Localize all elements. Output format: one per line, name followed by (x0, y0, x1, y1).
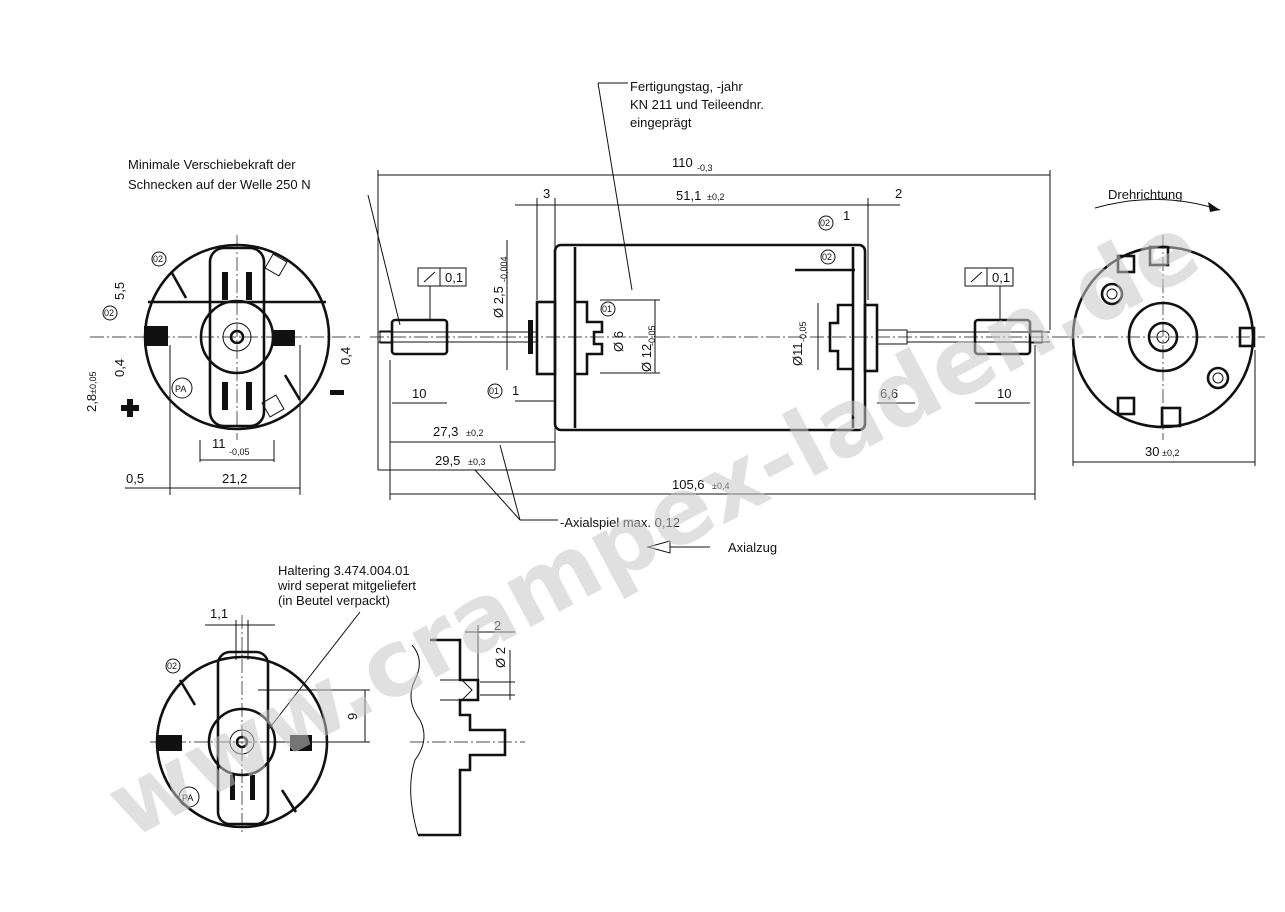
dim-2-8: 2,8 (84, 394, 99, 412)
note-fertigung-1: Fertigungstag, -jahr (630, 79, 743, 94)
dim-overall-tol: -0,3 (697, 163, 713, 173)
dim-2-bottom: 2 (494, 618, 501, 633)
dim-3: 3 (543, 186, 550, 201)
dim-21-2: 21,2 (222, 471, 247, 486)
bottom-end-view-with-retaining-ring: PA (150, 611, 370, 835)
note-fertigung-2: KN 211 und Teileendnr. (630, 97, 764, 112)
dim-body-tol: ±0,2 (707, 192, 724, 202)
dim-2: 2 (895, 186, 902, 201)
marker-01: 01 (489, 386, 499, 396)
dim-29-5-tol: ±0,3 (468, 457, 485, 467)
watermark: www.crampex-laden.de (90, 193, 1216, 859)
dim-5-5: 5,5 (112, 282, 127, 300)
note-haltering-1: Haltering 3.474.004.01 (278, 563, 410, 578)
dim-overall: 110 (672, 155, 693, 170)
dim-shaft-dia-tol: -0,004 (499, 256, 509, 282)
notes: Fertigungstag, -jahr KN 211 und Teileend… (128, 79, 1182, 608)
runout-frame-left: 0,1 (417, 267, 467, 320)
dim-d12-tol: -0,05 (647, 325, 657, 346)
dim-29-5: 29,5 (435, 453, 460, 468)
marker-02: 02 (822, 252, 832, 262)
dim-6-6: 6,6 (880, 386, 898, 401)
note-haltering-2: wird seperat mitgeliefert (277, 578, 416, 593)
runout-right-value: 0,1 (992, 270, 1010, 285)
dim-0-5: 0,5 (126, 471, 144, 486)
note-fertigung-3: eingeprägt (630, 115, 692, 130)
marker-02: 02 (104, 308, 114, 318)
main-dimension-lines (367, 82, 1221, 554)
marker-01: 01 (602, 304, 612, 314)
dim-27-3: 27,3 (433, 424, 458, 439)
pa-marking: PA (175, 384, 186, 394)
left-end-view: PA (90, 235, 360, 495)
dim-30-tol: ±0,2 (1162, 448, 1179, 458)
dim-9: 9 (345, 713, 360, 720)
note-verschiebekraft-1: Minimale Verschiebekraft der (128, 157, 296, 172)
dim-d11: Ø11 (790, 342, 805, 366)
dim-shaft-dia: Ø 2,5 (491, 286, 506, 318)
note-verschiebekraft-2: Schnecken auf der Welle 250 N (128, 177, 311, 192)
marker-02: 02 (820, 218, 830, 228)
note-axialspiel: -Axialspiel max. 0,12 (560, 515, 680, 530)
dim-30: 30 (1145, 444, 1159, 459)
dim-1-1: 1,1 (210, 606, 228, 621)
retaining-ring-section-view (410, 625, 525, 837)
dim-105-6: 105,6 (672, 477, 705, 492)
marker-02: 02 (167, 661, 177, 671)
dim-1-right: 1 (843, 208, 850, 223)
dim-1-left: 1 (512, 383, 519, 398)
dim-d12: Ø 12 (639, 344, 654, 372)
runout-left-value: 0,1 (445, 270, 463, 285)
dim-d6: Ø 6 (611, 331, 626, 352)
dim-dia-2: Ø 2 (493, 647, 508, 668)
note-drehrichtung: Drehrichtung (1108, 187, 1182, 202)
markers: 02 02 01 01 02 02 02 (102, 215, 836, 674)
dim-2-8-tol: ±0,05 (88, 372, 98, 394)
note-axialzug: Axialzug (728, 540, 777, 555)
note-haltering-3: (in Beutel verpackt) (278, 593, 390, 608)
right-end-view (1060, 235, 1265, 466)
runout-frame-right: 0,1 (964, 267, 1014, 320)
dim-11-tol: -0,05 (229, 447, 250, 457)
dim-d11-tol: -0,05 (798, 321, 808, 342)
dim-27-3-tol: ±0,2 (466, 428, 483, 438)
dim-105-6-tol: ±0,4 (712, 481, 729, 491)
dim-body: 51,1 (676, 188, 701, 203)
dim-0-4-left: 0,4 (112, 359, 127, 377)
pa-marking-bottom: PA (182, 793, 193, 803)
dim-0-4-right: 0,4 (338, 347, 353, 365)
dimension-texts: 110 -0,3 3 51,1 ±0,2 2 1 Ø 2,5 -0,004 Ø … (84, 155, 1179, 720)
dim-10-left: 10 (412, 386, 426, 401)
marker-02: 02 (153, 254, 163, 264)
dim-10-right: 10 (997, 386, 1011, 401)
dim-11: 11 (212, 436, 226, 451)
